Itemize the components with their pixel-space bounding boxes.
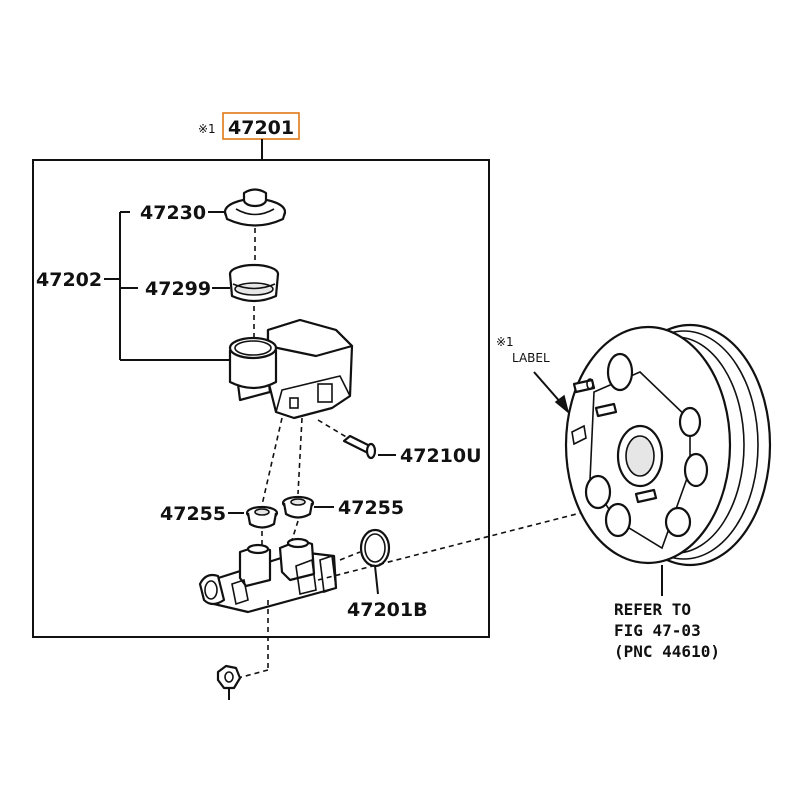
label-47202[interactable]: 47202 (36, 269, 102, 291)
assembly-number[interactable]: 47201 (228, 117, 294, 139)
master-cylinder-body (198, 537, 338, 614)
pin-47210u (342, 434, 377, 460)
reservoir-cap-47230 (223, 188, 287, 227)
axis-grommet-right (297, 417, 303, 495)
nut-hex (216, 664, 242, 690)
bracket-47202 (104, 211, 232, 361)
reference-line-2[interactable]: FIG 47-03 (614, 621, 701, 640)
axis-grommet-left (261, 417, 283, 506)
axis-pin (317, 419, 349, 439)
leader-47201b (374, 565, 379, 595)
grommet-47255-left (245, 505, 279, 529)
booster-mark: ※1 (496, 335, 514, 349)
booster-label-text[interactable]: LABEL (512, 351, 550, 365)
label-47299[interactable]: 47299 (145, 278, 211, 300)
label-47210u[interactable]: 47210U (400, 445, 482, 467)
axis-oring (339, 551, 361, 561)
label-47255-left[interactable]: 47255 (160, 503, 226, 525)
axis-cylinder-right (291, 520, 299, 541)
label-arrow-shaft (533, 371, 563, 405)
axis-nut (237, 669, 269, 679)
label-47255-right[interactable]: 47255 (338, 497, 404, 519)
brake-booster (564, 323, 772, 567)
strainer-47299 (228, 263, 280, 303)
label-47230[interactable]: 47230 (140, 202, 206, 224)
reservoir-tank (228, 318, 354, 420)
axis-cylinder-booster (317, 507, 601, 581)
reference-line-3[interactable]: (PNC 44610) (614, 642, 720, 661)
reference-line-1[interactable]: REFER TO (614, 600, 691, 619)
assembly-mark: ※1 (198, 122, 216, 136)
o-ring-47201b (359, 528, 391, 568)
assembly-frame (32, 159, 490, 638)
grommet-47255-right (281, 495, 315, 519)
label-arrow-head (554, 394, 570, 415)
label-47201b[interactable]: 47201B (347, 599, 428, 621)
